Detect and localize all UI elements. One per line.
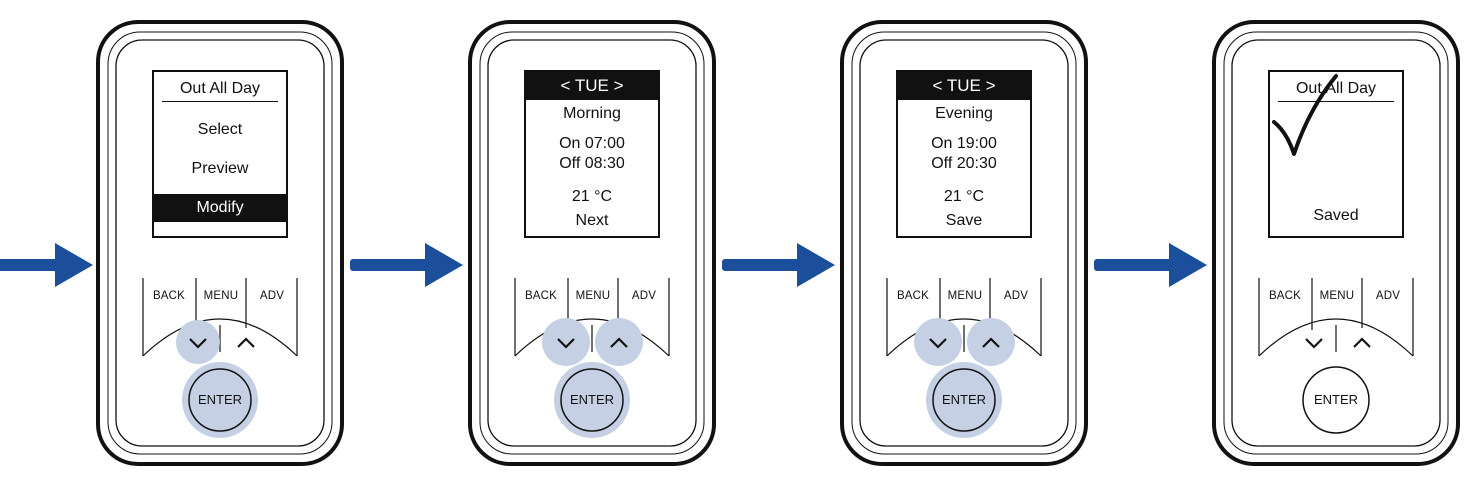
- period-label: Morning: [563, 105, 621, 122]
- enter-label: ENTER: [197, 392, 243, 407]
- lcd-screen: Out All Day Select Preview Modify: [152, 70, 288, 238]
- lcd-screen: < TUE > Morning On 07:00 Off 08:30 21 °C…: [524, 70, 660, 238]
- thermostat-device-step-4: Out All Day Saved BACK MENU ADV ENTER: [1212, 20, 1460, 466]
- down-button-highlight[interactable]: [176, 320, 220, 364]
- enter-label: ENTER: [1313, 392, 1359, 407]
- screen-title: Out All Day: [1278, 77, 1394, 102]
- thermostat-device-step-1: Out All Day Select Preview Modify BACK M…: [96, 20, 344, 466]
- flow-arrow-3: [722, 243, 835, 287]
- enter-label: ENTER: [941, 392, 987, 407]
- chevron-down-icon[interactable]: [1305, 338, 1323, 349]
- up-button-highlight[interactable]: [595, 318, 643, 366]
- chevron-up-icon: [237, 337, 255, 348]
- enter-label: ENTER: [569, 392, 615, 407]
- enter-button[interactable]: [188, 368, 252, 432]
- flow-arrow-4: [1094, 243, 1207, 287]
- off-time: Off 08:30: [559, 155, 625, 172]
- enter-button[interactable]: [932, 368, 996, 432]
- chevron-down-icon: [189, 338, 207, 349]
- temperature: 21 °C: [943, 188, 985, 205]
- day-selector[interactable]: < TUE >: [898, 72, 1030, 100]
- chevron-down-icon: [557, 338, 575, 349]
- down-button-highlight[interactable]: [542, 318, 590, 366]
- on-time: On 07:00: [559, 135, 625, 152]
- adv-button[interactable]: ADV: [1003, 290, 1029, 302]
- off-time: Off 20:30: [931, 155, 997, 172]
- saved-status: Saved: [1313, 207, 1359, 224]
- up-button-highlight[interactable]: [967, 318, 1015, 366]
- flow-arrow-1: [0, 243, 93, 287]
- chevron-up-icon[interactable]: [1353, 337, 1371, 348]
- back-button[interactable]: BACK: [896, 290, 930, 302]
- menu-button[interactable]: MENU: [203, 290, 239, 302]
- temperature: 21 °C: [571, 188, 613, 205]
- menu-item-preview[interactable]: Preview: [191, 160, 249, 177]
- lcd-screen: < TUE > Evening On 19:00 Off 20:30 21 °C…: [896, 70, 1032, 238]
- back-button[interactable]: BACK: [152, 290, 186, 302]
- screen-title: Out All Day: [162, 77, 278, 102]
- checkmark-icon: [1272, 74, 1338, 156]
- menu-item-select[interactable]: Select: [197, 121, 243, 138]
- save-action[interactable]: Save: [945, 212, 983, 229]
- menu-button[interactable]: MENU: [575, 290, 611, 302]
- enter-button[interactable]: [560, 368, 624, 432]
- back-button[interactable]: BACK: [524, 290, 558, 302]
- enter-button[interactable]: [1302, 366, 1370, 434]
- back-button[interactable]: BACK: [1268, 290, 1302, 302]
- menu-button[interactable]: MENU: [947, 290, 983, 302]
- chevron-up-icon: [982, 337, 1000, 348]
- menu-item-modify-selected[interactable]: Modify: [154, 194, 286, 222]
- lcd-screen: Out All Day Saved: [1268, 70, 1404, 238]
- flow-arrow-2: [350, 243, 463, 287]
- period-label: Evening: [935, 105, 993, 122]
- day-selector[interactable]: < TUE >: [526, 72, 658, 100]
- chevron-up-icon: [610, 337, 628, 348]
- next-action[interactable]: Next: [575, 212, 609, 229]
- on-time: On 19:00: [931, 135, 997, 152]
- adv-button[interactable]: ADV: [259, 290, 285, 302]
- thermostat-device-step-3: < TUE > Evening On 19:00 Off 20:30 21 °C…: [840, 20, 1088, 466]
- chevron-down-icon: [929, 338, 947, 349]
- thermostat-device-step-2: < TUE > Morning On 07:00 Off 08:30 21 °C…: [468, 20, 716, 466]
- down-button-highlight[interactable]: [914, 318, 962, 366]
- menu-button[interactable]: MENU: [1319, 290, 1355, 302]
- adv-button[interactable]: ADV: [1375, 290, 1401, 302]
- adv-button[interactable]: ADV: [631, 290, 657, 302]
